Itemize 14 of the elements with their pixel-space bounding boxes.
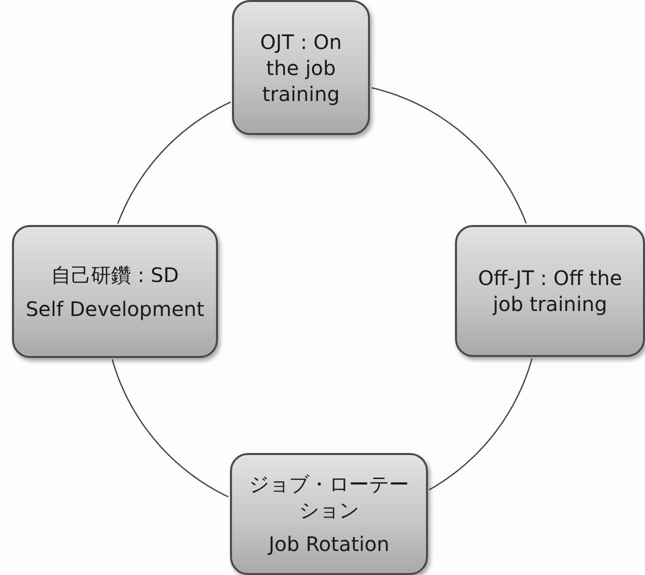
- box-text: 自己研鑽 : SD: [51, 262, 179, 288]
- box-text: ジョブ・ローテーション: [248, 471, 410, 523]
- rounded-box: [455, 225, 645, 357]
- rounded-box: [232, 0, 370, 135]
- rounded-box: [12, 225, 218, 358]
- box-text: Self Development: [26, 296, 204, 322]
- box-text: Off-JT : Off the job training: [476, 265, 624, 317]
- arc-connector: [112, 359, 229, 498]
- arc-connector: [372, 87, 527, 224]
- rounded-box: [230, 453, 428, 575]
- box-text: Job Rotation: [268, 531, 390, 557]
- arc-connector: [117, 101, 231, 224]
- box-text: OJT : On the job training: [259, 28, 343, 106]
- arc-connector: [428, 358, 533, 490]
